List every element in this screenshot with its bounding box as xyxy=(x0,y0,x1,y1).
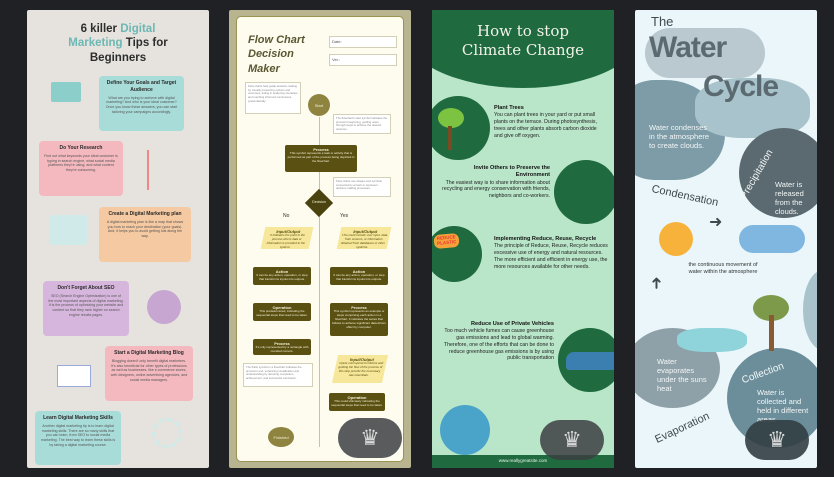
car-illustration xyxy=(558,328,614,392)
title-accent: Marketing xyxy=(68,37,123,50)
template-card-digital-marketing[interactable]: 6 killer Digital Marketing Tips for Begi… xyxy=(27,10,209,468)
template-card-water-cycle[interactable]: The Water Cycle Water condenses in the a… xyxy=(635,10,817,468)
title-the: The xyxy=(651,14,674,29)
title-accent: Digital xyxy=(120,23,156,35)
precipitation-blob xyxy=(739,128,817,218)
title-text: 6 killer xyxy=(80,23,118,35)
tree-illustration xyxy=(432,96,490,160)
version-field: Ver.: xyxy=(329,54,397,66)
title-text: Beginners xyxy=(89,51,147,64)
condensation-text: Water condenses in the atmosphere to cre… xyxy=(649,123,710,150)
tree-trunk xyxy=(769,315,774,351)
arrow-icon: ➜ xyxy=(648,276,666,290)
cloud-illustration xyxy=(739,225,805,253)
start-note: The flowchart's start symbol indicates t… xyxy=(333,114,391,134)
blog-illustration xyxy=(57,365,91,387)
title-cycle: Cycle xyxy=(703,70,779,103)
seo-illustration xyxy=(147,290,181,324)
evaporation-text: Water evaporates under the suns heat xyxy=(657,357,707,393)
earth-illustration xyxy=(440,405,490,455)
intro-note: Flow charts help guide decision-making b… xyxy=(245,82,301,114)
crown-icon: ♛ xyxy=(562,427,582,452)
decision-label: Decision xyxy=(312,200,326,204)
start-node: Start xyxy=(308,94,330,116)
condensation-label: Condensation xyxy=(650,183,720,209)
blob xyxy=(803,270,817,350)
title-blob xyxy=(645,28,765,78)
title-water: Water xyxy=(649,31,727,64)
website-footer: www.reallygreatsite.com xyxy=(498,458,548,463)
collection-text: Water is collected and held in different… xyxy=(757,388,809,424)
gear-illustration xyxy=(152,418,182,448)
precipitation-text: Water is released from the clouds. xyxy=(775,180,804,216)
template-card-flow-chart[interactable]: Flow Chart Decision Maker Date: Ver.: Fl… xyxy=(229,10,411,468)
section-invite-others: Invite Others to Preserve the Environmen… xyxy=(442,165,550,200)
people-illustration xyxy=(554,160,614,224)
wave-illustration xyxy=(677,328,747,352)
decision-note: Flow charts use shapes and symbols conne… xyxy=(333,177,391,197)
premium-badge[interactable]: ♛ xyxy=(540,420,604,460)
crown-icon: ♛ xyxy=(360,425,380,450)
sun-illustration xyxy=(659,222,693,256)
flow-line xyxy=(319,117,320,447)
flowchart-sheet: Flow Chart Decision Maker Date: Ver.: Fl… xyxy=(236,16,404,462)
title-text: Tips for xyxy=(125,37,168,50)
header-band xyxy=(432,10,614,88)
center-text: the continuous movement of water within … xyxy=(688,262,758,275)
premium-badge[interactable]: ♛ xyxy=(338,418,402,458)
arrow-icon: ➜ xyxy=(709,214,723,231)
planning-illustration xyxy=(49,215,87,245)
no-label: No xyxy=(283,213,290,219)
card-title: Flow Chart Decision Maker xyxy=(248,34,305,75)
premium-badge[interactable]: ♛ xyxy=(745,420,809,460)
checklist-illustration xyxy=(147,150,177,190)
crown-icon: ♛ xyxy=(767,427,787,452)
card-title: 6 killer Digital Marketing Tips for Begi… xyxy=(27,22,209,65)
date-field: Date: xyxy=(329,36,397,48)
yes-label: Yes xyxy=(340,213,349,219)
finished-note: The finish symbol in a flowchart indicat… xyxy=(243,363,313,387)
target-illustration xyxy=(51,82,81,102)
finished-node: Finished xyxy=(268,427,294,447)
evaporation-label: Evaporation xyxy=(653,410,712,446)
